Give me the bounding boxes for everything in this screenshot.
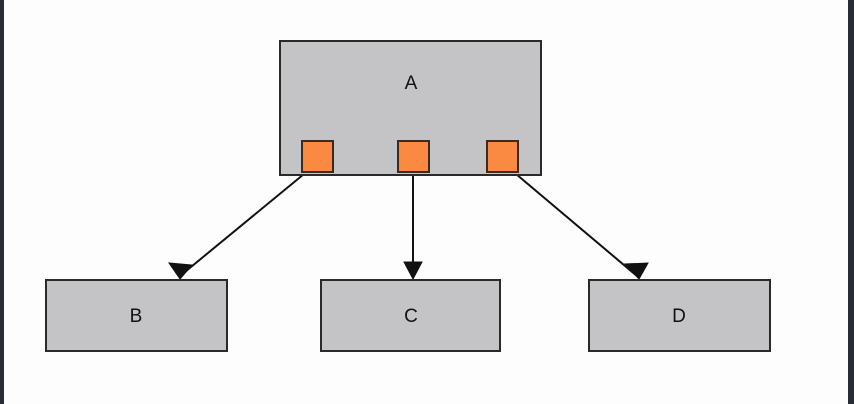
port-box-3[interactable] — [486, 140, 519, 173]
edge-a-to-d[interactable] — [515, 173, 649, 280]
node-d-label: D — [672, 306, 686, 327]
node-d-box[interactable] — [588, 279, 771, 352]
node-a[interactable]: A — [279, 40, 542, 176]
edge-a-to-b-line — [179, 173, 305, 277]
node-a-label: A — [405, 73, 418, 94]
port-box-2[interactable] — [397, 140, 430, 173]
arrow-head-icon-c — [403, 261, 423, 281]
right-edge-band — [848, 0, 854, 404]
node-c[interactable]: C — [320, 279, 501, 352]
edge-a-to-b[interactable] — [167, 173, 305, 280]
arrow-head-icon-d — [623, 262, 649, 280]
edge-a-to-d-line — [515, 173, 638, 277]
node-b-box[interactable] — [45, 279, 228, 352]
node-b[interactable]: B — [45, 279, 228, 352]
edge-a-to-c[interactable] — [403, 174, 423, 281]
node-b-label: B — [130, 306, 143, 327]
edge-group — [167, 173, 649, 281]
node-c-label: C — [404, 306, 418, 327]
arrow-head-icon-b — [167, 262, 194, 280]
port-box-1[interactable] — [301, 140, 334, 173]
node-d[interactable]: D — [588, 279, 771, 352]
node-c-box[interactable] — [320, 279, 501, 352]
left-edge-band — [0, 0, 4, 404]
